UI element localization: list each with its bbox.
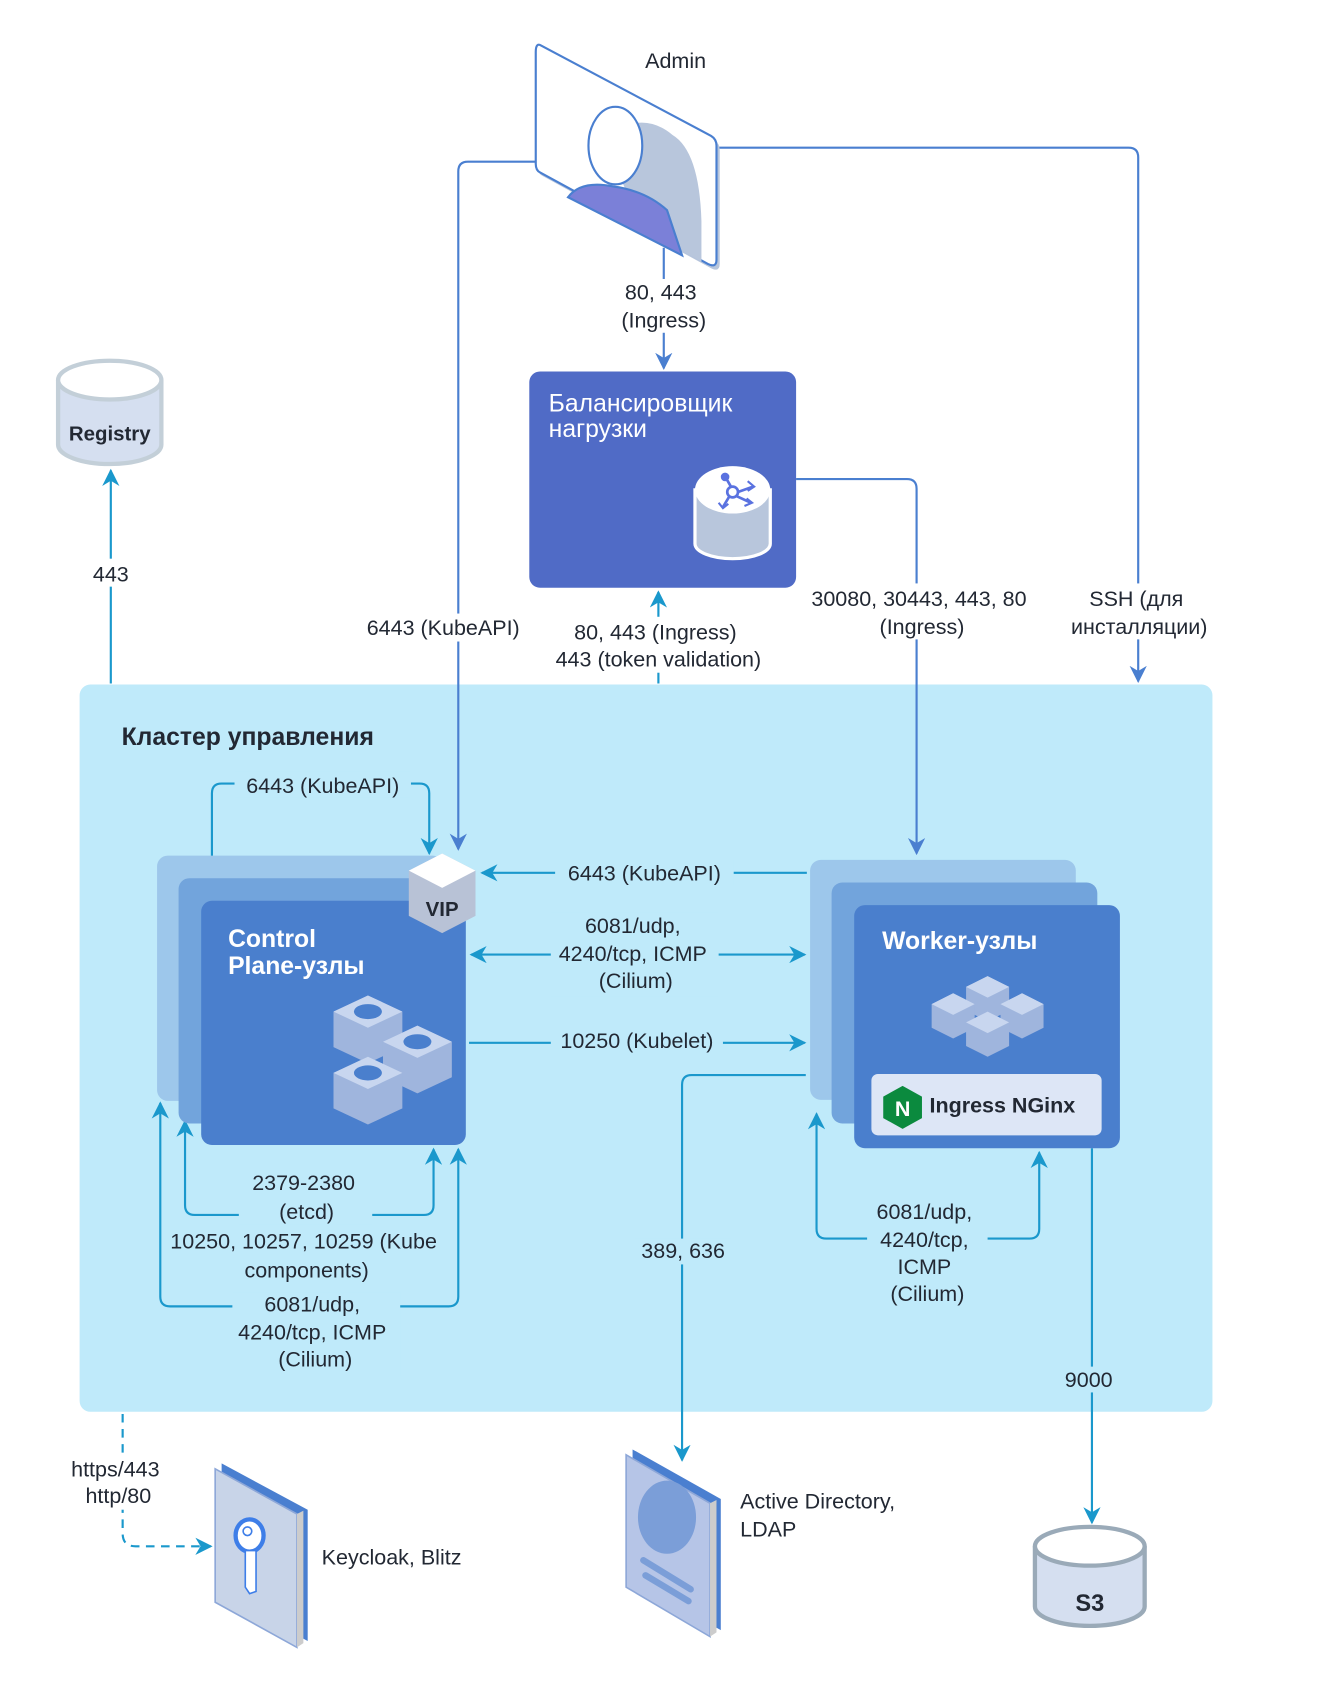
database-icon (55, 380, 164, 467)
admin-label: Admin (645, 49, 706, 73)
edge-label-lb-to-workers: 30080, 30443, 443, 80 (Ingress) (811, 587, 1032, 639)
edge-label-cp-etcd: 2379-2380 (etcd) (252, 1171, 361, 1224)
edge-label-cp-kube-components: 10250, 10257, 10259 (Kube components) (170, 1229, 443, 1282)
edge-label-admin-to-vip: 6443 (KubeAPI) (367, 616, 520, 640)
cubes-icon (931, 976, 1044, 1057)
vip-badge[interactable]: VIP (408, 853, 476, 934)
s3-label: S3 (1075, 1591, 1104, 1617)
control-plane-node[interactable]: Control Plane-узлы VIP (157, 853, 476, 1145)
database-icon (1032, 1546, 1147, 1629)
load-balancer-title: Балансировщик нагрузки (549, 390, 740, 443)
keycloak-label: Keycloak, Blitz (322, 1546, 462, 1570)
edge-label-cluster-to-keycloak: https/443 http/80 (71, 1457, 165, 1508)
edge-label-cp-to-workers-kubelet: 10250 (Kubelet) (560, 1029, 713, 1053)
registry-node[interactable]: Registry (55, 358, 164, 467)
ldap-label: Active Directory, LDAP (740, 1490, 901, 1542)
cluster-title: Кластер управления (122, 724, 374, 751)
edge-label-workers-to-ldap: 389, 636 (641, 1239, 725, 1263)
load-balancer-node[interactable]: Балансировщик нагрузки (529, 371, 797, 588)
edge-admin-ssh (718, 146, 1147, 684)
load-balancer-icon (693, 466, 772, 561)
admin-node[interactable]: Admin (534, 43, 720, 270)
workers-node[interactable]: Worker-узлы N Ingress NGinx (810, 859, 1120, 1149)
nginx-logo-letter: N (895, 1097, 911, 1121)
server-cubes-icon (333, 995, 452, 1125)
keycloak-node[interactable]: Keycloak, Blitz (214, 1463, 462, 1649)
edge-label-workers-cilium: 6081/udp, 4240/tcp, ICMP (Cilium) (877, 1200, 979, 1306)
edge-label-cp-self-kubeapi: 6443 (KubeAPI) (246, 774, 399, 798)
registry-label: Registry (69, 422, 151, 445)
edge-admin-to-vip (449, 160, 536, 851)
edge-label-cluster-to-lb: 80, 443 (Ingress) 443 (token validation) (556, 620, 762, 671)
s3-node[interactable]: S3 (1032, 1524, 1147, 1629)
edge-label-cluster-to-registry: 443 (93, 562, 129, 586)
key-book-icon (214, 1463, 308, 1649)
ingress-nginx-badge[interactable]: N Ingress NGinx (871, 1073, 1102, 1136)
edge-label-workers-to-vip: 6443 (KubeAPI) (568, 861, 721, 885)
workers-title: Worker-узлы (882, 928, 1037, 955)
control-plane-title: Control Plane-узлы (228, 926, 364, 980)
user-icon (566, 105, 702, 262)
edge-label-workers-to-s3: 9000 (1065, 1368, 1113, 1392)
ingress-nginx-label: Ingress NGinx (929, 1094, 1075, 1118)
ldap-node[interactable]: Active Directory, LDAP (625, 1449, 901, 1639)
vip-label: VIP (426, 898, 459, 921)
edge-label-admin-to-lb: 80, 443 (Ingress) (621, 280, 706, 332)
directory-book-icon (625, 1449, 721, 1639)
nginx-logo-icon (883, 1085, 922, 1129)
edge-lb-to-workers (796, 477, 926, 856)
edge-cluster-to-keycloak (121, 1413, 213, 1555)
edge-label-cp-workers-cilium: 6081/udp, 4240/tcp, ICMP (Cilium) (559, 914, 713, 993)
edge-label-cp-cilium: 6081/udp, 4240/tcp, ICMP (Cilium) (238, 1293, 392, 1372)
edge-workers-to-ldap (673, 1073, 806, 1462)
edge-label-admin-ssh: SSH (для инсталляции) (1071, 587, 1207, 639)
